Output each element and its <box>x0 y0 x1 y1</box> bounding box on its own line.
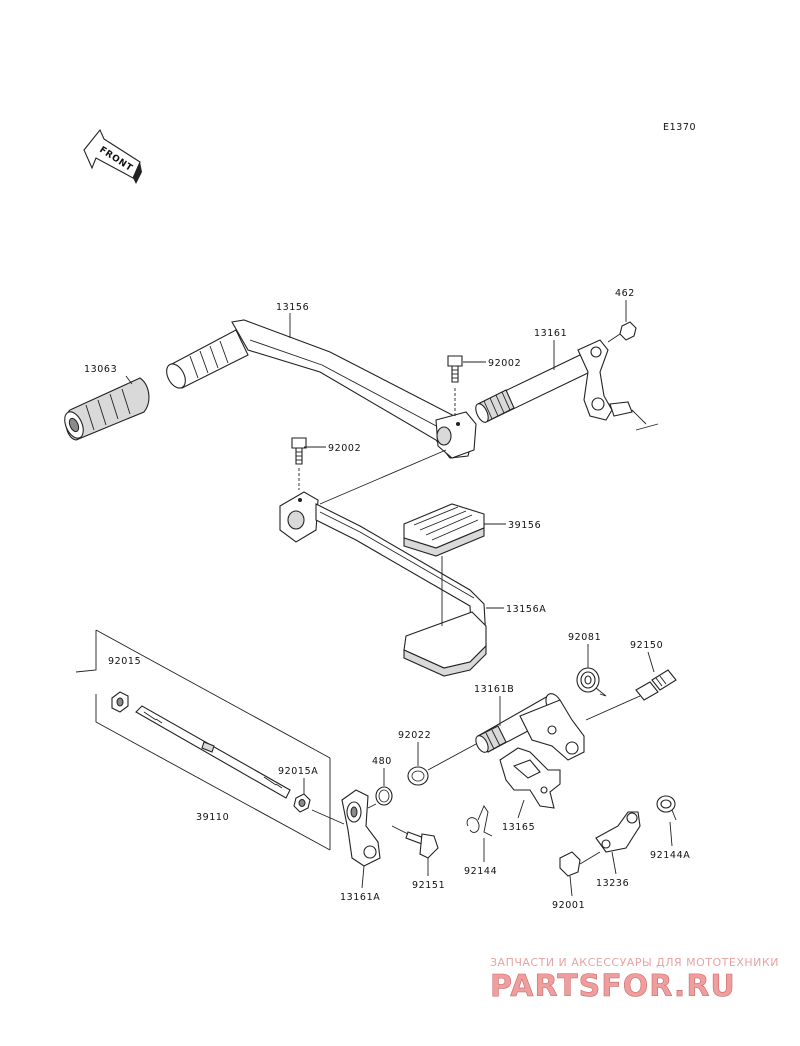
callout-13165: 13165 <box>502 822 535 833</box>
callout-92081: 92081 <box>568 632 601 643</box>
shift-shaft-13161 <box>475 339 647 425</box>
bolt-92002-lower <box>291 437 307 465</box>
shift-pedal-13156A <box>279 491 487 677</box>
spring-92081 <box>576 667 607 697</box>
callout-92151: 92151 <box>412 880 445 891</box>
diagram-code: E1370 <box>663 122 696 133</box>
callout-13161: 13161 <box>534 328 567 339</box>
callout-labels: 13063 13156 92002 13161 462 92002 39156 … <box>84 288 690 911</box>
pin-92150 <box>635 669 677 701</box>
washer-92022 <box>407 766 429 786</box>
callout-92015: 92015 <box>108 656 141 667</box>
callout-92144A: 92144A <box>650 850 690 861</box>
callout-92150: 92150 <box>630 640 663 651</box>
callout-92015A: 92015A <box>278 766 318 777</box>
nut-92015A <box>293 793 311 813</box>
pedal-rubber-39156 <box>403 503 485 557</box>
circlip-480 <box>375 786 393 806</box>
nut-462 <box>607 321 637 343</box>
bolt-92151 <box>391 825 439 859</box>
leader-lines <box>125 300 673 897</box>
callout-92002-lower: 92002 <box>328 443 361 454</box>
shift-rod-bracket <box>75 629 331 851</box>
callout-92001: 92001 <box>552 900 585 911</box>
nut-92015 <box>111 691 129 713</box>
bolt-92001 <box>559 851 601 877</box>
watermark-tagline: ЗАПЧАСТИ И АКСЕССУАРЫ ДЛЯ МОТОТЕХНИКИ <box>490 956 779 969</box>
front-arrow-icon: FRONT <box>83 128 142 184</box>
callout-39110: 39110 <box>196 812 229 823</box>
shift-pedal-13156 <box>64 319 477 459</box>
shift-rod-39110 <box>135 705 291 799</box>
spring-92144 <box>466 805 493 837</box>
guide-plate-13165 <box>499 747 561 809</box>
callout-480: 480 <box>372 756 392 767</box>
callout-13236: 13236 <box>596 878 629 889</box>
watermark-logo: PARTSFOR.RU <box>490 969 736 1004</box>
callout-13063: 13063 <box>84 364 117 375</box>
callout-13161B: 13161B <box>474 684 514 695</box>
shift-arm-13161A <box>341 789 381 867</box>
callout-39156: 39156 <box>508 520 541 531</box>
callout-13156A: 13156A <box>506 604 546 615</box>
callout-462: 462 <box>615 288 635 299</box>
shift-shaft-13161B <box>475 693 641 761</box>
callout-92144: 92144 <box>464 866 497 877</box>
callout-92002-upper: 92002 <box>488 358 521 369</box>
callout-13156: 13156 <box>276 302 309 313</box>
spring-92144A <box>656 795 677 821</box>
rubber-peg-13063 <box>64 377 150 441</box>
callout-92022: 92022 <box>398 730 431 741</box>
callout-13161A: 13161A <box>340 892 380 903</box>
watermark: ЗАПЧАСТИ И АКСЕССУАРЫ ДЛЯ МОТОТЕХНИКИ PA… <box>490 956 779 1004</box>
bolt-92002-upper <box>447 355 463 383</box>
stopper-13236 <box>595 811 641 853</box>
